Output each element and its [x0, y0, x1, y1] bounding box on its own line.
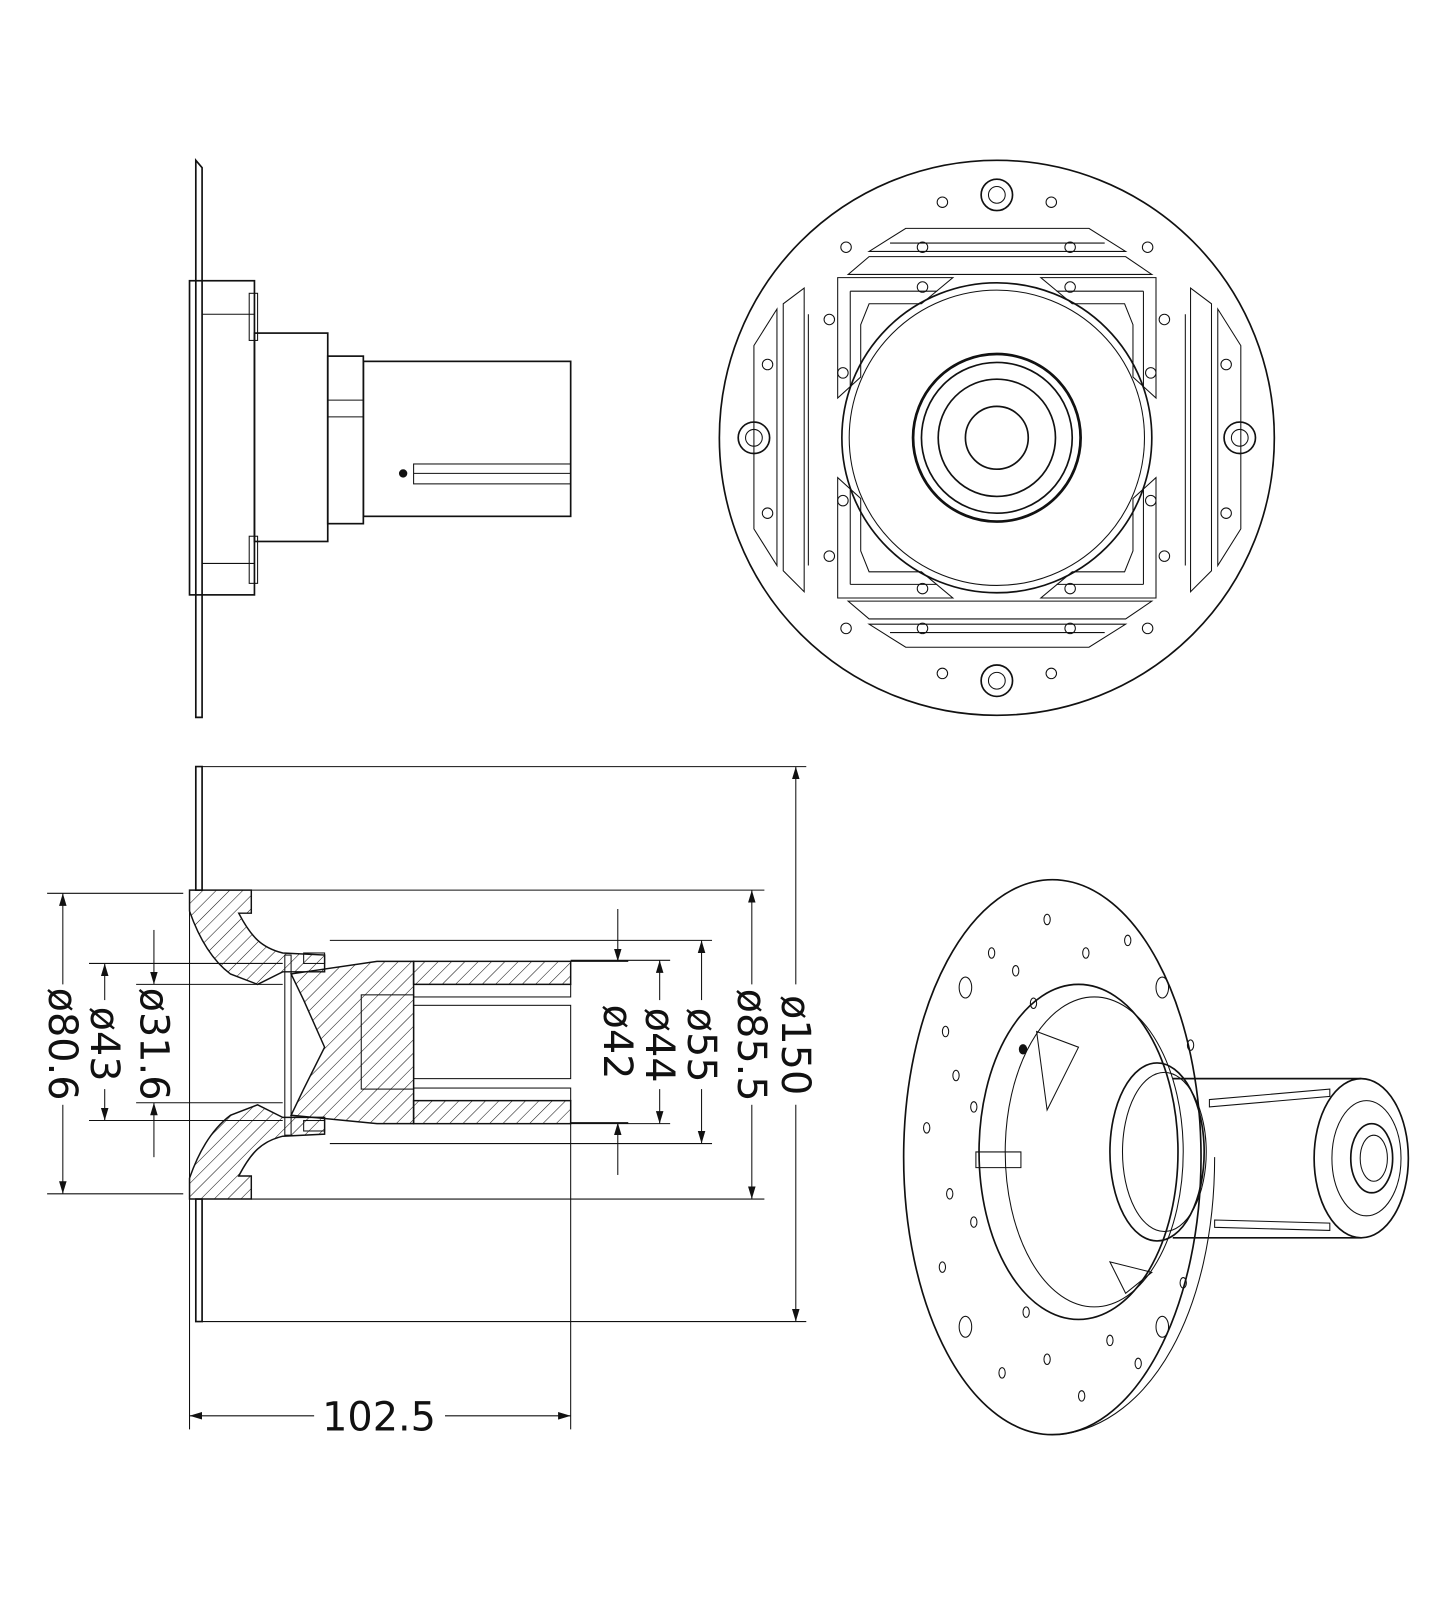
mounting-holes [737, 178, 1257, 698]
dim-d44: ø44 [636, 1008, 682, 1083]
dimension-lines [59, 766, 800, 1420]
dim-d55: ø55 [678, 1008, 724, 1083]
dim-d31-6: ø31.6 [130, 988, 176, 1101]
isometric-view [902, 878, 1410, 1436]
marker-dot [398, 469, 408, 478]
dim-length: 102.5 [322, 1394, 436, 1440]
side-view [188, 158, 572, 719]
flange-holes [923, 913, 1195, 1402]
front-view [718, 159, 1276, 717]
section-view: ø150 ø85.5 ø55 ø44 ø42 ø31.6 ø43 ø80.6 1… [39, 765, 818, 1440]
dim-d80-6: ø80.6 [39, 988, 85, 1101]
rib-pattern [753, 227, 1242, 648]
dim-d42: ø42 [594, 1005, 640, 1080]
dim-d150: ø150 [772, 995, 818, 1095]
dim-d85-5: ø85.5 [728, 989, 774, 1102]
dim-d43: ø43 [81, 1007, 127, 1082]
